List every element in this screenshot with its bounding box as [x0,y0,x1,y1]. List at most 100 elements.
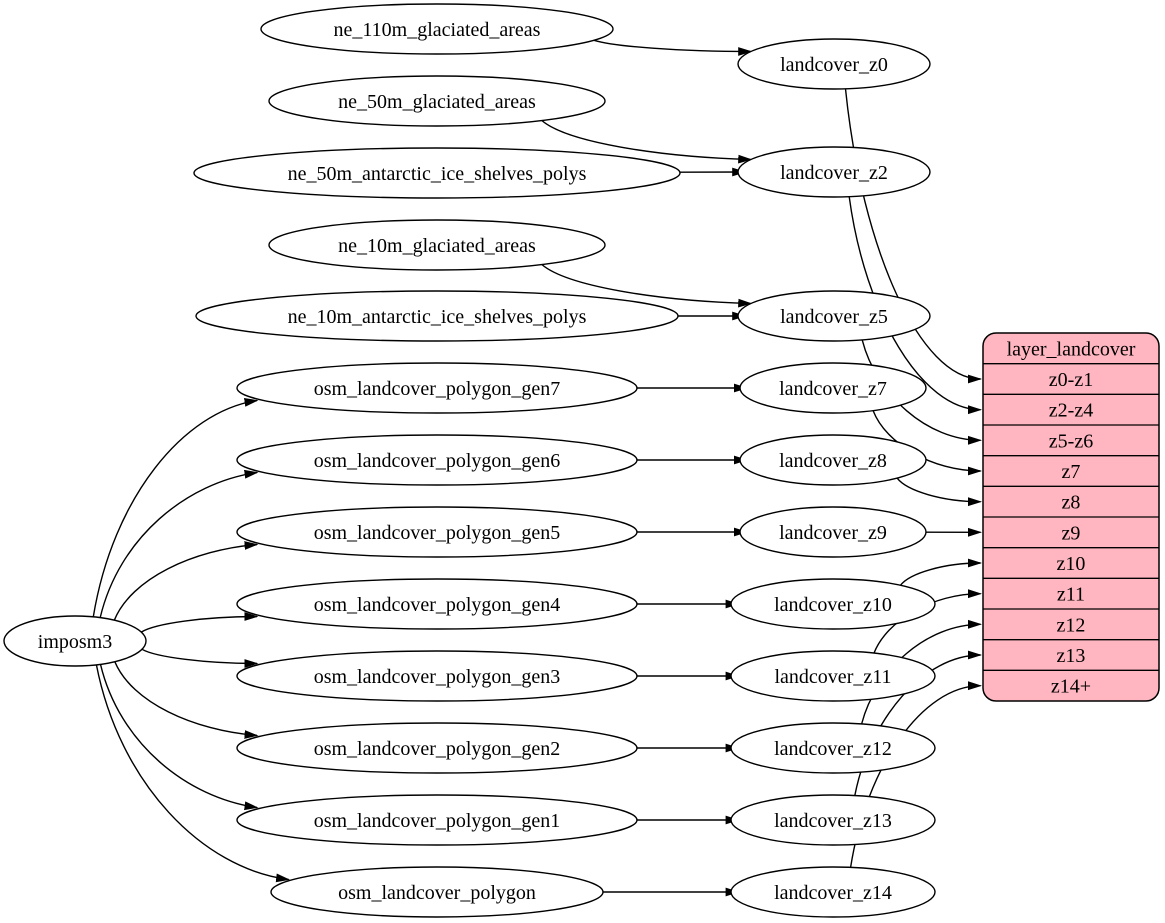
node-ne_110m_glaciated_areas: ne_110m_glaciated_areas [260,3,614,55]
record-row-z11: z11 [1057,584,1085,606]
node-label: landcover_z14 [774,882,892,904]
node-ellipse [193,147,681,199]
node-ellipse [737,290,931,342]
node-ellipse [236,434,638,486]
node-ellipse [236,578,638,630]
node-landcover_z0: landcover_z0 [737,38,931,90]
edge-landcover_z10-to-layer_landcover-z10 [899,558,982,586]
record-row-z12: z12 [1057,614,1086,636]
edge-imposm3-to-osm_landcover_polygon_gen4 [140,612,259,633]
node-ne_10m_glaciated_areas: ne_10m_glaciated_areas [268,219,606,271]
edge-landcover_z2-to-layer_landcover-z2-z4 [848,196,982,415]
node-osm_landcover_polygon_gen1: osm_landcover_polygon_gen1 [236,794,638,846]
nodes-layer: imposm3 ne_110m_glaciated_areas ne_50m_gla… [3,3,936,918]
node-label: landcover_z13 [774,810,892,832]
node-ne_50m_glaciated_areas: ne_50m_glaciated_areas [268,75,606,127]
node-ellipse [270,866,604,918]
node-ellipse [236,794,638,846]
node-ellipse [730,794,936,846]
record-row-z10: z10 [1057,553,1086,575]
node-label: osm_landcover_polygon_gen3 [314,666,561,688]
node-label: ne_50m_antarctic_ice_shelves_polys [288,163,587,185]
edge-imposm3-to-osm_landcover_polygon_gen7 [92,398,259,617]
edge-ne_50m_glaciated_areas-to-landcover_z2 [541,119,753,164]
record-row-z5-z6: z5-z6 [1049,430,1093,452]
node-landcover_z7: landcover_z7 [739,362,927,414]
node-osm_landcover_polygon_gen6: osm_landcover_polygon_gen6 [236,434,638,486]
node-osm_landcover_polygon_gen7: osm_landcover_polygon_gen7 [236,362,638,414]
node-ellipse [195,290,679,342]
node-osm_landcover_polygon_gen2: osm_landcover_polygon_gen2 [236,722,638,774]
node-ellipse [268,219,606,271]
node-ne_50m_antarctic_ice_shelves_polys: ne_50m_antarctic_ice_shelves_polys [193,147,681,199]
edge-landcover_z8-to-layer_landcover-z8 [896,477,982,507]
edge-imposm3-to-osm_landcover_polygon_gen1 [99,664,259,811]
node-label: landcover_z8 [779,450,887,472]
node-label: osm_landcover_polygon_gen7 [314,378,561,400]
node-ellipse [737,146,931,198]
node-label: osm_landcover_polygon_gen5 [314,522,561,544]
node-landcover_z8: landcover_z8 [739,434,927,486]
node-landcover_z13: landcover_z13 [730,794,936,846]
node-label: osm_landcover_polygon_gen6 [314,450,561,472]
node-landcover_z11: landcover_z11 [730,650,936,702]
node-ellipse [236,506,638,558]
record-row-z13: z13 [1057,645,1086,667]
record-title: layer_landcover [1007,338,1136,360]
node-label: osm_landcover_polygon_gen1 [314,810,561,832]
node-landcover_z12: landcover_z12 [730,722,936,774]
node-ellipse [260,3,614,55]
record-row-z7: z7 [1062,461,1081,483]
record-row-z8: z8 [1062,492,1081,514]
node-ellipse [268,75,606,127]
node-label: osm_landcover_polygon [338,882,536,904]
node-label: ne_10m_antarctic_ice_shelves_polys [288,306,587,328]
node-label: landcover_z12 [774,738,892,760]
node-ellipse [236,722,638,774]
node-ellipse [236,650,638,702]
node-imposm3: imposm3 [3,615,147,667]
node-landcover_z9: landcover_z9 [739,506,927,558]
node-label: landcover_z5 [780,306,888,328]
node-label: osm_landcover_polygon_gen4 [314,594,561,616]
record-row-z9: z9 [1062,522,1081,544]
node-label: landcover_z0 [780,54,888,76]
node-label: ne_50m_glaciated_areas [338,91,536,113]
node-ellipse [730,866,936,918]
node-label: landcover_z2 [780,162,888,184]
node-ne_10m_antarctic_ice_shelves_polys: ne_10m_antarctic_ice_shelves_polys [195,290,679,342]
record-row-z0-z1: z0-z1 [1049,369,1093,391]
record-row-z14+: z14+ [1051,676,1091,698]
node-ellipse [730,578,936,630]
record-row-z2-z4: z2-z4 [1049,400,1093,422]
node-ellipse [730,722,936,774]
node-ellipse [730,650,936,702]
node-label: osm_landcover_polygon_gen2 [314,738,561,760]
edge-ne_10m_glaciated_areas-to-landcover_z5 [541,263,753,308]
node-label: landcover_z11 [775,666,892,688]
node-landcover_z14: landcover_z14 [730,866,936,918]
edge-landcover_z5-to-layer_landcover-z5-z6 [861,339,982,445]
edge-imposm3-to-osm_landcover_polygon_gen2 [114,661,259,739]
node-ellipse [739,434,927,486]
node-ellipse [236,362,638,414]
node-ellipse [739,362,927,414]
node-ellipse [739,506,927,558]
node-landcover_z2: landcover_z2 [737,146,931,198]
node-label: imposm3 [38,631,112,653]
node-label: ne_110m_glaciated_areas [334,19,541,41]
node-ellipse [3,615,147,667]
node-landcover_z5: landcover_z5 [737,290,931,342]
edge-imposm3-to-osm_landcover_polygon_gen3 [141,648,259,668]
edge-landcover_z12-to-layer_landcover-z12 [860,619,982,725]
node-label: landcover_z7 [779,378,887,400]
edge-imposm3-to-osm_landcover_polygon [95,664,291,883]
node-ellipse [737,38,931,90]
edge-ne_110m_glaciated_areas-to-landcover_z0 [593,39,753,56]
node-osm_landcover_polygon: osm_landcover_polygon [270,866,604,918]
record-layer_landcover: layer_landcover z0-z1 z2-z4 z5-z6 z7 z8 z9 z10 z… [982,332,1160,702]
edge-imposm3-to-osm_landcover_polygon_gen5 [113,541,259,621]
node-osm_landcover_polygon_gen3: osm_landcover_polygon_gen3 [236,650,638,702]
